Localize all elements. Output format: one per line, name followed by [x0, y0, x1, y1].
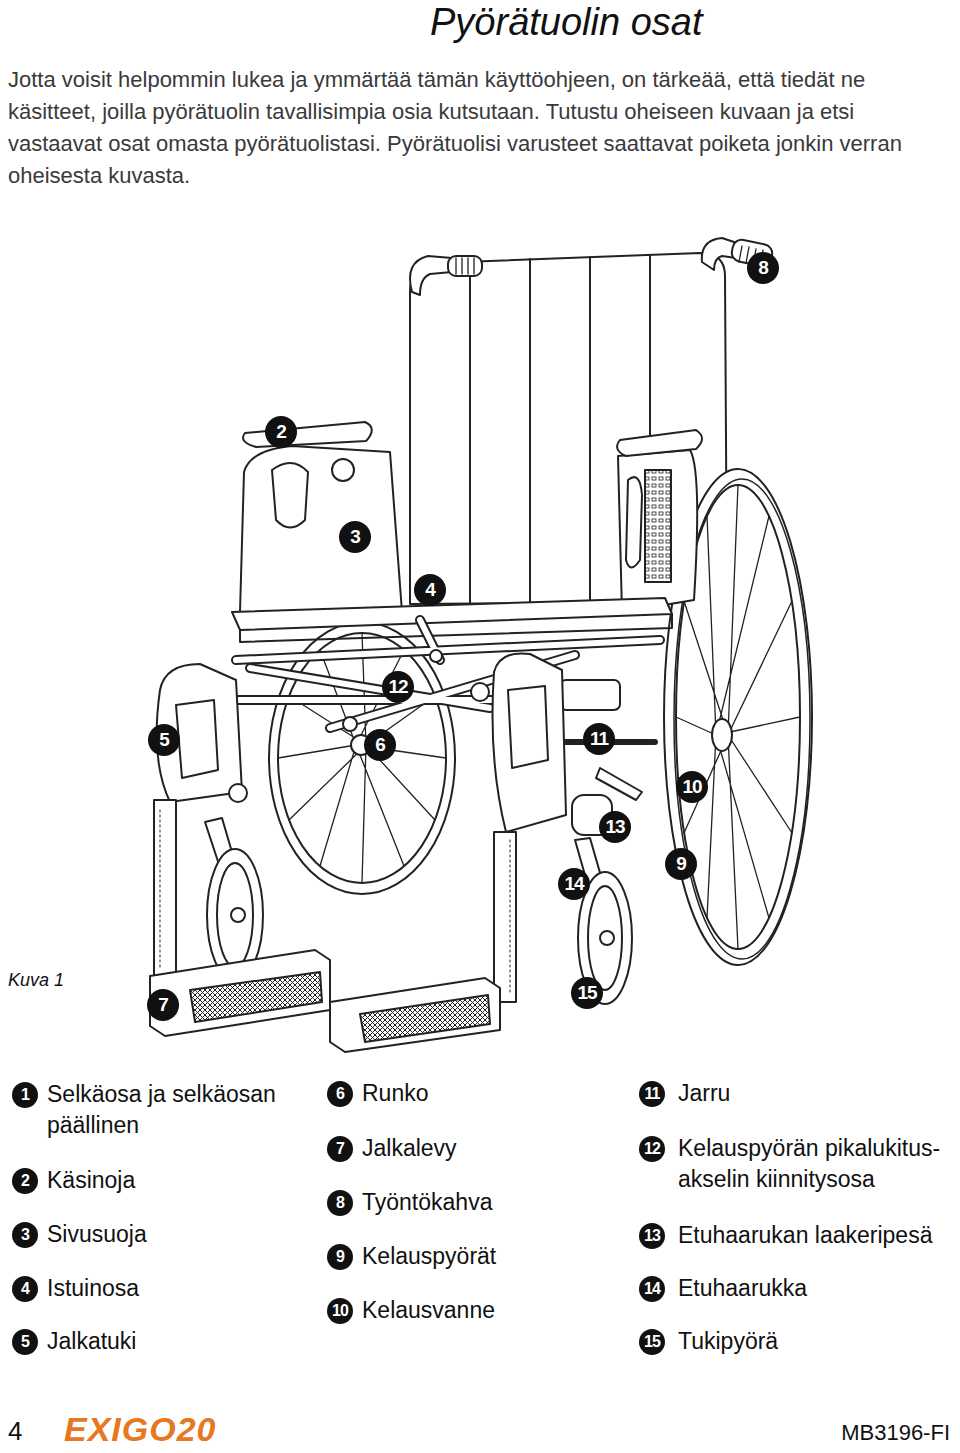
- seat: [232, 598, 672, 642]
- legend-number: 14: [639, 1276, 665, 1302]
- part-name: Kelauspyörän pikalukitus- akselin kiinni…: [678, 1133, 950, 1195]
- callout-number: 2: [265, 416, 297, 448]
- legend-number: 9: [327, 1244, 353, 1270]
- intro-text: Jotta voisit helpommin lukea ja ymmärtää…: [8, 64, 952, 192]
- part-name: Selkäosa ja selkäosan päällinen: [47, 1079, 322, 1141]
- part-name: Käsinoja: [47, 1165, 322, 1196]
- page-number: 4: [8, 1416, 22, 1447]
- callout-number: 4: [414, 574, 446, 606]
- part-name: Kelausvanne: [362, 1295, 642, 1326]
- legend-number: 10: [327, 1298, 353, 1324]
- callout-number: 5: [148, 724, 180, 756]
- legend-number: 12: [639, 1136, 665, 1162]
- legend-number: 8: [327, 1190, 353, 1216]
- callout-number: 14: [558, 868, 590, 900]
- legend-number: 5: [12, 1329, 38, 1355]
- part-name: Etuhaarukan laakeripesä: [678, 1220, 950, 1251]
- part-name: Jalkalevy: [362, 1133, 642, 1164]
- part-name: Kelauspyörät: [362, 1241, 642, 1272]
- frame: [236, 620, 660, 731]
- part-name: Työntökahva: [362, 1187, 642, 1218]
- page-title: Pyörätuolin osat: [430, 0, 703, 44]
- part-name: Istuinosa: [47, 1273, 322, 1304]
- callout-number: 12: [382, 671, 414, 703]
- callout-number: 9: [665, 848, 697, 880]
- armrest: [243, 422, 702, 456]
- part-name: Jalkatuki: [47, 1326, 322, 1357]
- callout-number: 3: [339, 521, 371, 553]
- legend-number: 2: [12, 1168, 38, 1194]
- part-name: Sivusuoja: [47, 1219, 322, 1250]
- footrest: [154, 653, 566, 1002]
- part-name: Etuhaarukka: [678, 1273, 950, 1304]
- callout-number: 13: [599, 811, 631, 843]
- part-name: Tukipyörä: [678, 1326, 950, 1357]
- legend-number: 7: [327, 1136, 353, 1162]
- brand-logo: EXIGO20: [64, 1410, 217, 1449]
- callout-number: 8: [747, 252, 779, 284]
- part-name: Jarru: [678, 1078, 950, 1109]
- legend-number: 3: [12, 1222, 38, 1248]
- callout-number: 11: [583, 723, 615, 755]
- legend-number: 15: [639, 1329, 665, 1355]
- left-rear-wheel: [269, 622, 455, 894]
- legend-number: 1: [12, 1082, 38, 1108]
- callout-number: 10: [676, 771, 708, 803]
- part-name: Runko: [362, 1078, 642, 1109]
- legend-number: 13: [639, 1223, 665, 1249]
- legend-number: 4: [12, 1276, 38, 1302]
- callout-number: 7: [147, 989, 179, 1021]
- push-handle: [410, 238, 774, 295]
- callout-number: 15: [571, 977, 603, 1009]
- legend-number: 11: [639, 1081, 665, 1107]
- side-guard: [240, 446, 697, 612]
- figure-caption: Kuva 1: [8, 970, 64, 991]
- callout-number: 6: [364, 729, 396, 761]
- document-code: MB3196-FI: [760, 1420, 950, 1446]
- footplate: [150, 950, 500, 1052]
- legend-number: 6: [327, 1081, 353, 1107]
